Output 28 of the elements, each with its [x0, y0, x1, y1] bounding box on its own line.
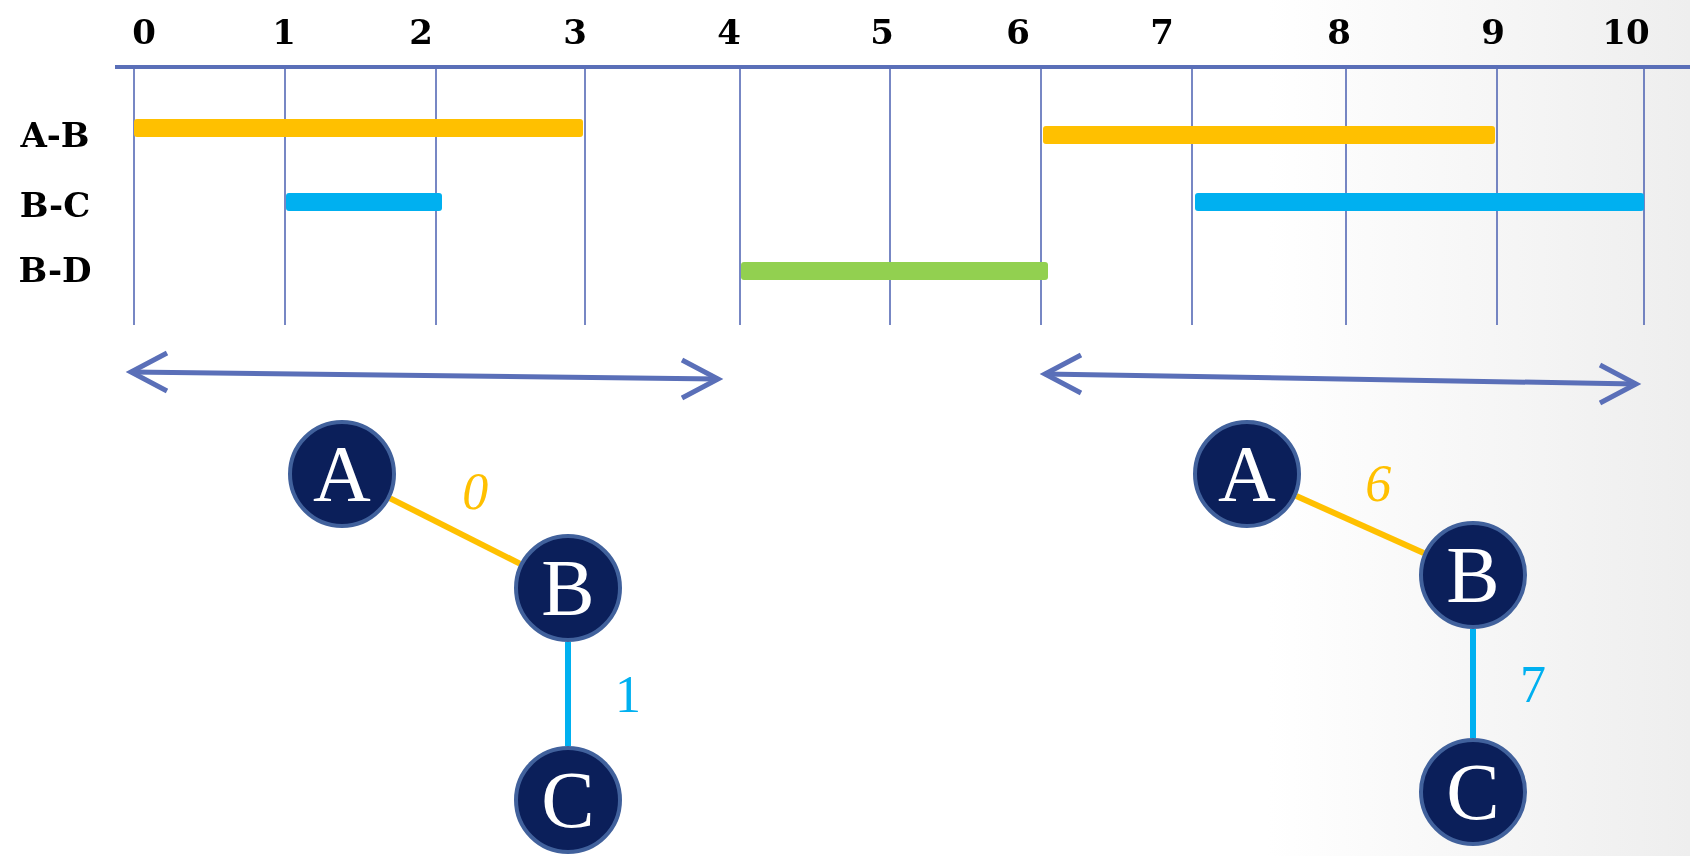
edge-label: 1 — [614, 664, 642, 724]
tick-label: 5 — [870, 12, 894, 52]
row-label: A-B — [20, 115, 90, 155]
tick-label: 6 — [1006, 12, 1030, 52]
edge-line — [565, 642, 571, 746]
tick-label: 7 — [1150, 12, 1174, 52]
edge-label: 6 — [1364, 453, 1393, 513]
tick-label: 9 — [1481, 12, 1505, 52]
node-letter: C — [541, 760, 595, 840]
tick-label: 10 — [1602, 12, 1650, 52]
edge-line — [388, 495, 522, 567]
tick-label: 3 — [563, 12, 587, 52]
edge-line — [1295, 493, 1425, 556]
tick-label: 0 — [132, 12, 156, 52]
node-letter: B — [541, 548, 595, 628]
tick-label: 8 — [1327, 12, 1351, 52]
tick-label: 2 — [409, 12, 433, 52]
node-letter: A — [313, 434, 371, 514]
row-label: B-C — [19, 185, 91, 225]
node-letter: B — [1446, 535, 1500, 615]
tick-label: 1 — [272, 12, 296, 52]
edge-label: 7 — [1519, 654, 1547, 713]
node-letter: C — [1446, 752, 1500, 832]
row-label: B-D — [18, 250, 92, 290]
edge-label: 0 — [461, 461, 490, 521]
node-letter: A — [1218, 434, 1276, 514]
edge-line — [1470, 629, 1476, 738]
tick-label: 4 — [717, 12, 741, 52]
